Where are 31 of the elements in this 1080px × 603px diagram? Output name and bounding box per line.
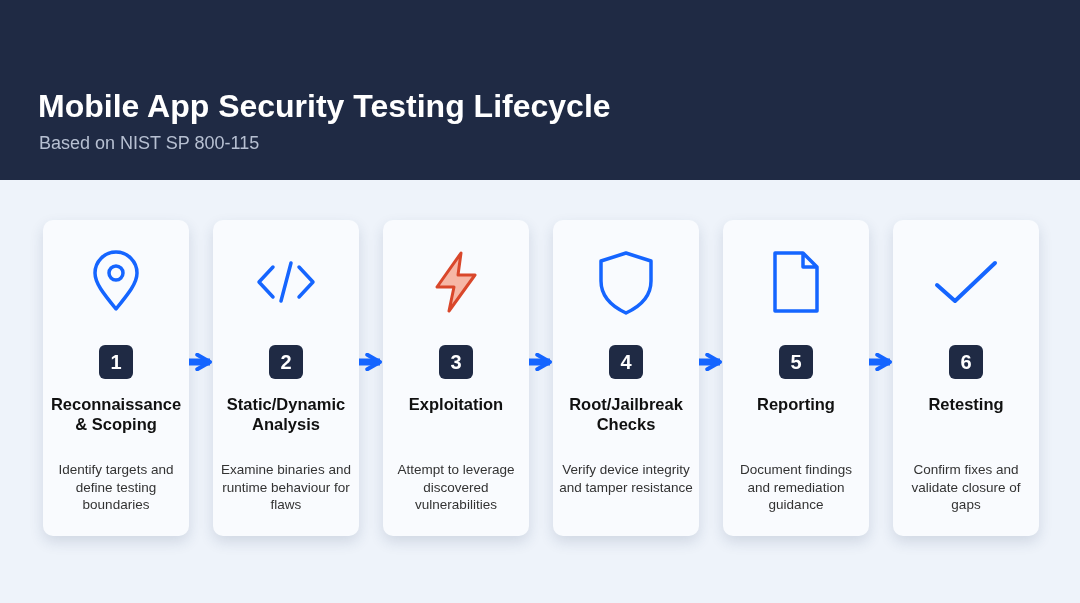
step-description: Examine binaries and runtime behaviour for flaws: [220, 461, 352, 514]
step-number: 2: [269, 345, 303, 379]
step-card: [43, 220, 189, 536]
step-title: Root/Jailbreak Checks: [568, 394, 684, 434]
step-title: Reconnaissance & Scoping: [49, 394, 183, 434]
step-description: Confirm fixes and validate closure of gaps: [910, 461, 1022, 514]
step-card: [383, 220, 529, 536]
step-description: Verify device integrity and tamper resistance: [559, 461, 693, 496]
arrow: [359, 352, 382, 372]
step-title: Static/Dynamic Analysis: [225, 394, 347, 434]
arrow: [869, 352, 892, 372]
step-number: 4: [609, 345, 643, 379]
step-title: Retesting: [927, 394, 1005, 414]
subtitle: Based on NIST SP 800-115: [39, 133, 260, 154]
arrow: [699, 352, 722, 372]
step-description: Document findings and remediation guidance: [739, 461, 853, 514]
step-card: [213, 220, 359, 536]
step-description: Attempt to leverage discovered vulnerabilities: [396, 461, 516, 514]
step-number: 5: [779, 345, 813, 379]
step-card: [723, 220, 869, 536]
step-card: [893, 220, 1039, 536]
step-description: Identify targets and define testing boundaries: [57, 461, 175, 514]
step-number: 6: [949, 345, 983, 379]
arrow: [189, 352, 212, 372]
step-number: 1: [99, 345, 133, 379]
step-card: [553, 220, 699, 536]
step-title: Exploitation: [407, 394, 505, 414]
step-number: 3: [439, 345, 473, 379]
title: Mobile App Security Testing Lifecycle: [38, 88, 611, 125]
arrow: [529, 352, 552, 372]
step-title: Reporting: [756, 394, 836, 414]
